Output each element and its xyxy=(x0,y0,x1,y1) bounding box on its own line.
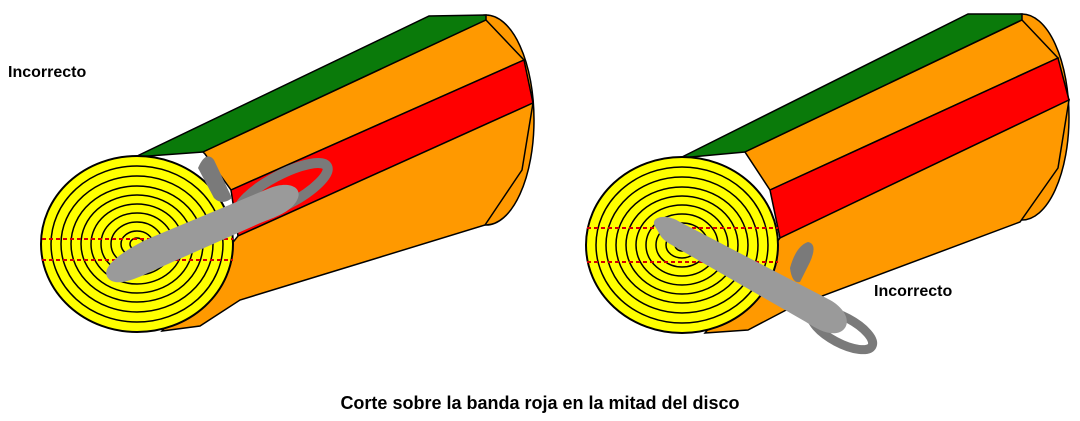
left-log-label: Incorrecto xyxy=(8,64,87,81)
left-chainsaw xyxy=(106,156,333,283)
right-chainsaw-bar xyxy=(653,216,847,334)
left-log xyxy=(40,14,535,333)
left-log-end-face xyxy=(40,155,234,333)
right-log-cut-lines xyxy=(587,227,778,263)
left-chainsaw-chain-back xyxy=(198,156,232,202)
right-chainsaw-chain-back xyxy=(790,242,814,283)
right-log-label: Incorrecto xyxy=(874,283,953,300)
right-log-growth-rings xyxy=(595,166,769,324)
left-log-green-band xyxy=(134,14,487,158)
left-log-cut-lines xyxy=(42,238,233,261)
left-chainsaw-bar xyxy=(106,184,299,283)
left-log-orange-band-bottom xyxy=(160,101,534,332)
diagram-caption: Corte sobre la banda roja en la mitad de… xyxy=(340,393,740,413)
right-log xyxy=(585,13,1070,355)
right-log-green-band xyxy=(679,13,1023,159)
right-chainsaw xyxy=(653,216,878,355)
